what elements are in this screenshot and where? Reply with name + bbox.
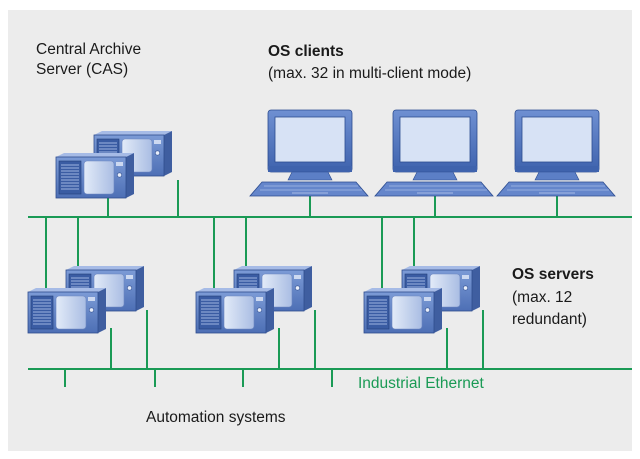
os-client-2 <box>374 109 494 197</box>
diagram-background <box>8 10 632 451</box>
cas-label-line2: Server (CAS) <box>36 61 129 78</box>
os-servers-title: OS servers <box>512 266 594 283</box>
os-clients-subtitle: (max. 32 in multi-client mode) <box>268 65 472 82</box>
cas-label-line1: Central Archive <box>36 41 142 58</box>
cas-server-pair <box>56 131 172 198</box>
automation-systems-label: Automation systems <box>146 409 286 426</box>
os-servers-subtitle-line2: redundant) <box>512 311 587 328</box>
os-clients-title: OS clients <box>268 43 344 60</box>
os-client-3 <box>496 109 616 197</box>
industrial-ethernet-label: Industrial Ethernet <box>358 375 484 392</box>
os-servers-subtitle-line1: (max. 12 <box>512 289 573 306</box>
os-client-1 <box>249 109 369 197</box>
